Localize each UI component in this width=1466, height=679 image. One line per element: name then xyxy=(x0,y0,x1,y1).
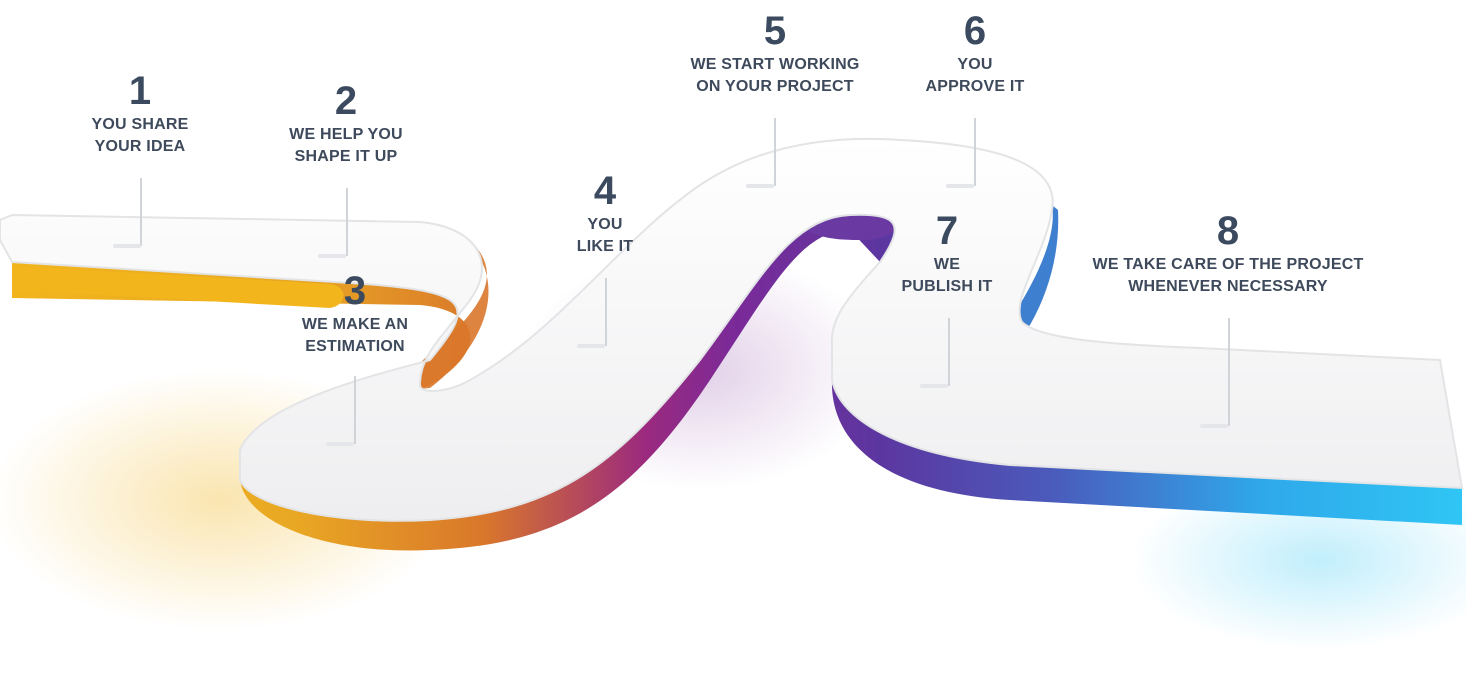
step-label-line2: ON YOUR PROJECT xyxy=(696,78,854,95)
step-number: 2 xyxy=(334,79,358,123)
pin-5 xyxy=(774,118,776,186)
step-3: 3 WE MAKE AN ESTIMATION xyxy=(302,268,408,358)
step-7: 7 WE PUBLISH IT xyxy=(902,208,993,298)
step-label-line1: WE MAKE AN xyxy=(301,316,409,333)
step-label-line2: YOUR IDEA xyxy=(94,138,186,155)
pin-4 xyxy=(605,278,607,346)
road-top xyxy=(0,137,1464,522)
step-label-line1: YOU xyxy=(587,216,623,233)
step-number: 8 xyxy=(1216,209,1240,253)
step-6: 6 YOU APPROVE IT xyxy=(926,8,1025,98)
step-4: 4 YOU LIKE IT xyxy=(577,168,634,258)
step-label-line1: WE HELP YOU xyxy=(289,126,403,143)
step-label-line2: SHAPE IT UP xyxy=(294,148,398,165)
step-5: 5 WE START WORKING ON YOUR PROJECT xyxy=(690,8,859,98)
pin-foot-1 xyxy=(113,244,141,248)
step-2: 2 WE HELP YOU SHAPE IT UP xyxy=(289,78,403,168)
step-label-line1: YOU xyxy=(957,56,993,73)
pin-3 xyxy=(354,376,356,444)
pin-foot-7 xyxy=(920,384,948,388)
step-number: 6 xyxy=(963,9,987,53)
step-number: 7 xyxy=(935,209,959,253)
pin-foot-5 xyxy=(746,184,774,188)
step-1: 1 YOU SHARE YOUR IDEA xyxy=(92,68,189,158)
step-label-line2: PUBLISH IT xyxy=(901,278,993,295)
step-label-line1: WE xyxy=(933,256,961,273)
step-label-line1: WE TAKE CARE OF THE PROJECT xyxy=(1092,256,1364,273)
pin-7 xyxy=(948,318,950,386)
pin-8 xyxy=(1228,318,1230,426)
step-number: 5 xyxy=(763,9,787,53)
step-number: 4 xyxy=(593,169,617,213)
step-number: 1 xyxy=(128,69,152,113)
start-band xyxy=(12,266,344,308)
step-label-line2: APPROVE IT xyxy=(925,78,1025,95)
pin-foot-4 xyxy=(577,344,605,348)
pin-foot-8 xyxy=(1200,424,1228,428)
pin-foot-2 xyxy=(318,254,346,258)
pin-foot-6 xyxy=(946,184,974,188)
step-number: 3 xyxy=(343,269,367,313)
pin-2 xyxy=(346,188,348,256)
step-label-line1: YOU SHARE xyxy=(91,116,189,133)
pin-1 xyxy=(140,178,142,246)
road-side xyxy=(12,214,1462,551)
step-8: 8 WE TAKE CARE OF THE PROJECT WHENEVER N… xyxy=(1093,208,1364,298)
step-label-line2: ESTIMATION xyxy=(305,338,405,355)
pin-foot-3 xyxy=(326,442,354,446)
step-label-line1: WE START WORKING xyxy=(690,56,860,73)
step-label-line2: WHENEVER NECESSARY xyxy=(1128,278,1328,295)
step-label-line2: LIKE IT xyxy=(576,238,634,255)
pin-6 xyxy=(974,118,976,186)
